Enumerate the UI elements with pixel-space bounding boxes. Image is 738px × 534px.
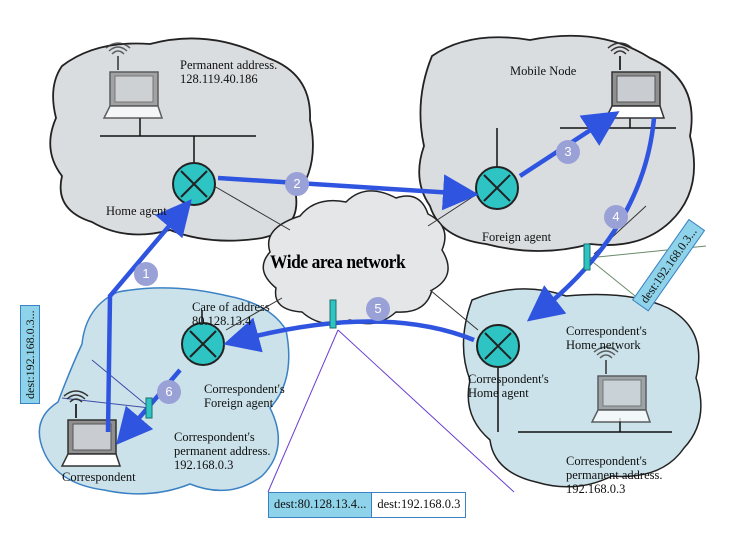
packet-marker-wan xyxy=(329,299,337,329)
mobile-node-label: Mobile Node xyxy=(510,64,577,78)
foreign-agent-router xyxy=(475,166,519,210)
step-badge-3: 3 xyxy=(556,140,580,164)
arrow-1 xyxy=(105,199,192,433)
packet-header-callout: dest:80.128.13.4... dest:192.168.0.3 xyxy=(268,492,467,518)
packet-inner-destination: dest:192.168.0.3 xyxy=(371,493,466,517)
step-badge-2: 2 xyxy=(285,172,309,196)
wan-label: Wide area network xyxy=(270,252,406,273)
correspondent-home-cloud xyxy=(462,288,702,488)
correspondent-home-permanent-address-label: Correspondent's permanent address. 192.1… xyxy=(566,454,663,496)
foreign-agent-label: Foreign agent xyxy=(482,230,552,244)
arrow-2 xyxy=(217,174,479,211)
permanent-address-label: Permanent address. 128.119.40.186 xyxy=(180,58,278,86)
step-badge-6: 6 xyxy=(157,380,181,404)
correspondent-home-network-label: Correspondent's Home network xyxy=(566,324,647,352)
arrow-5 xyxy=(223,317,475,353)
packet-marker-left xyxy=(145,397,153,419)
correspondent-label: Correspondent xyxy=(62,470,136,484)
wan-cloud xyxy=(262,190,449,325)
correspondent-home-agent-router xyxy=(476,324,520,368)
care-of-address-label: Care of address 80.128.13.4 xyxy=(192,300,270,328)
step-badge-1: 1 xyxy=(134,262,158,286)
left-destination-tag: dest:192.168.0.3... xyxy=(20,305,40,404)
correspondent-foreign-agent-label: Correspondent's Foreign agent xyxy=(204,382,285,410)
correspondent-permanent-address-label: Correspondent's permanent address. 192.1… xyxy=(174,430,271,472)
correspondent-home-agent-label: Correspondent's Home agent xyxy=(468,372,549,400)
step-badge-4: 4 xyxy=(604,205,628,229)
correspondent-foreign-agent-router xyxy=(181,322,225,366)
home-agent-label: Home agent xyxy=(106,204,167,218)
packet-marker-right xyxy=(583,243,591,271)
step-badge-5: 5 xyxy=(366,297,390,321)
packet-outer-destination: dest:80.128.13.4... xyxy=(274,497,367,511)
home-agent-router xyxy=(172,162,216,206)
